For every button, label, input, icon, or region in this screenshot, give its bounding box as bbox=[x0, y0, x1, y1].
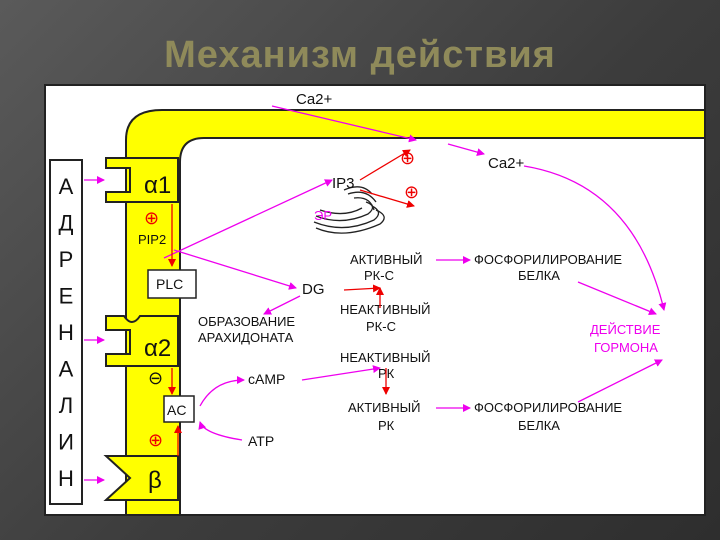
arrow-ac-camp bbox=[199, 376, 245, 407]
alpha2-receptor: α2 bbox=[105, 315, 179, 367]
atp-label: ATP bbox=[248, 433, 274, 449]
ca-top-label: Ca2+ bbox=[296, 91, 333, 108]
adrenaline-letter: Р bbox=[59, 247, 74, 272]
arrow-camp-pk bbox=[301, 365, 381, 381]
arrow-ca-hormone bbox=[523, 165, 667, 311]
active-pk-line1: АКТИВНЫЙ bbox=[348, 400, 420, 415]
alpha2-label: α2 bbox=[144, 335, 171, 362]
inactive-pkc-line1: НЕАКТИВНЫЙ bbox=[340, 302, 431, 317]
ac-label: AC bbox=[167, 402, 186, 418]
adrenaline-letter: Е bbox=[59, 284, 74, 309]
arrow-ip3-plus-bottom bbox=[359, 189, 415, 208]
adrenaline-letter: А bbox=[59, 174, 74, 199]
plus-sign-alpha1: ⊕ bbox=[144, 208, 159, 228]
arrow-ca-in bbox=[271, 105, 417, 143]
red-arrows bbox=[168, 149, 415, 456]
phos2-line1: ФОСФОРИЛИРОВАНИЕ bbox=[474, 400, 622, 415]
active-pk-line2: РК bbox=[378, 418, 395, 433]
plus-sign-ip3-bottom: ⊕ bbox=[404, 182, 419, 202]
active-pkc-line2: РК-С bbox=[364, 268, 394, 283]
pip2-label: PIP2 bbox=[138, 232, 166, 247]
arrow-plc-ip3 bbox=[163, 179, 333, 259]
active-pkc-line1: АКТИВНЫЙ bbox=[350, 252, 422, 267]
minus-sign-alpha2: ⊖ bbox=[148, 368, 163, 388]
adrenaline-box bbox=[49, 159, 83, 505]
adrenaline-letter: Н bbox=[58, 320, 74, 345]
inactive-pk-line1: НЕАКТИВНЫЙ bbox=[340, 350, 431, 365]
alpha1-receptor: α1 bbox=[105, 157, 179, 203]
cell-membrane bbox=[125, 109, 706, 516]
adrenaline-letter: А bbox=[59, 357, 74, 382]
adrenaline-letter: Н bbox=[58, 466, 74, 491]
beta-receptor: β bbox=[103, 455, 179, 501]
arrow-dg-arach bbox=[263, 295, 301, 315]
ca-right-label: Ca2+ bbox=[488, 155, 525, 172]
ip3-label: IP3 bbox=[332, 175, 355, 192]
phos1-line1: ФОСФОРИЛИРОВАНИЕ bbox=[474, 252, 622, 267]
arrow-phos2-hormone bbox=[577, 359, 663, 403]
slide-title: Механизм действия bbox=[164, 34, 556, 76]
phos1-line2: БЕЛКА bbox=[518, 268, 560, 283]
plus-sign-beta: ⊕ bbox=[148, 430, 163, 450]
adrenaline-letter: И bbox=[58, 430, 74, 455]
er-organelle-icon bbox=[313, 186, 385, 234]
dg-label: DG bbox=[302, 281, 325, 298]
arrow-phos1-hormone bbox=[577, 281, 657, 316]
camp-label: cAMP bbox=[248, 371, 285, 387]
arrow-plc-dg bbox=[173, 249, 297, 290]
er-label: ЭР bbox=[314, 208, 332, 223]
arrow-atp-ac bbox=[198, 421, 243, 441]
plc-box bbox=[147, 269, 197, 299]
ac-box bbox=[163, 395, 195, 423]
plc-label: PLC bbox=[156, 276, 183, 292]
phos2-line2: БЕЛКА bbox=[518, 418, 560, 433]
inactive-pkc-line2: РК-С bbox=[366, 319, 396, 334]
alpha1-label: α1 bbox=[144, 172, 171, 199]
magenta-arrows bbox=[84, 105, 667, 484]
adrenaline-letter: Л bbox=[59, 393, 73, 418]
hormone-line1: ДЕЙСТВИЕ bbox=[590, 322, 661, 337]
adrenaline-letter: Д bbox=[59, 211, 74, 236]
arrow-er-to-ca bbox=[447, 143, 485, 156]
arrow-dg-pkc bbox=[343, 284, 381, 293]
arach-line1: ОБРАЗОВАНИЕ bbox=[198, 314, 295, 329]
beta-label: β bbox=[148, 467, 162, 494]
hormone-line2: ГОРМОНА bbox=[594, 340, 658, 355]
arach-line2: АРАХИДОНАТА bbox=[198, 330, 294, 345]
arrow-ip3-plus-top bbox=[359, 149, 411, 181]
